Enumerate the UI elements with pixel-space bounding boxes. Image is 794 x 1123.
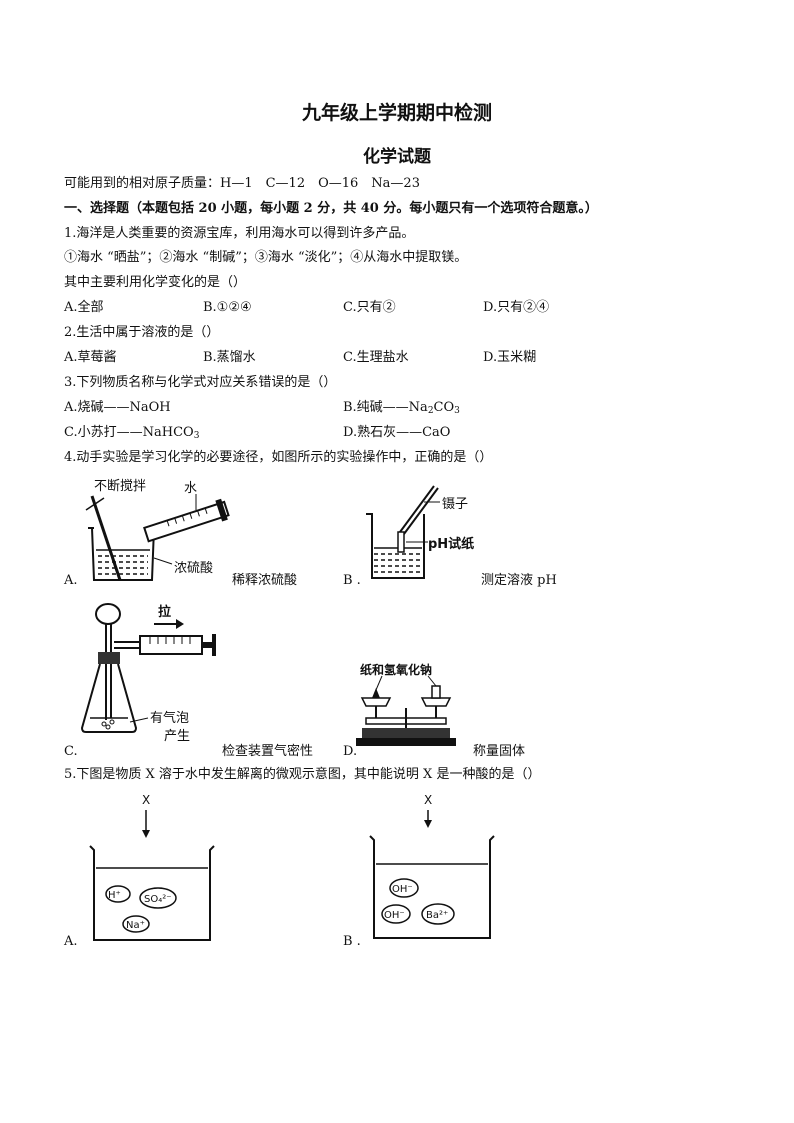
q2-option-b[interactable]: B.蒸馏水 — [203, 350, 256, 365]
label-x-b: X — [424, 793, 432, 807]
q1-option-c[interactable]: C.只有② — [343, 300, 396, 315]
q1-option-a[interactable]: A.全部 — [64, 300, 104, 315]
label-ph-paper: pH试纸 — [428, 536, 474, 552]
q4-option-a[interactable]: A. — [64, 573, 78, 588]
q1-option-d[interactable]: D.只有②④ — [483, 300, 550, 315]
ion-ba-2plus — [421, 903, 455, 925]
q4-option-c[interactable]: C. — [64, 744, 78, 759]
q2-stem: 2.生活中属于溶液的是（） — [64, 325, 220, 340]
label-bubbles-2: 产生 — [164, 729, 190, 744]
label-stir: 不断搅拌 — [94, 478, 146, 494]
label-bubbles-1: 有气泡 — [150, 710, 189, 726]
q4-caption-b: 测定溶液 pH — [481, 573, 557, 588]
label-pull: 拉 — [158, 604, 171, 620]
ion-sulfate — [139, 887, 177, 909]
ion-h-plus — [105, 885, 131, 903]
svg-text:Na⁺: Na⁺ — [126, 920, 145, 931]
figure-ionization-a: X H⁺ SO₄²⁻ Na⁺ — [89, 793, 215, 941]
q2-option-c[interactable]: C.生理盐水 — [343, 350, 409, 365]
svg-text:SO₄²⁻: SO₄²⁻ — [144, 894, 172, 905]
figure-dilute-acid: 不断搅拌 水 浓硫酸 — [85, 478, 230, 581]
label-acid: 浓硫酸 — [174, 561, 213, 576]
q1-option-b[interactable]: B.①②④ — [203, 300, 252, 315]
q4-stem: 4.动手实验是学习化学的必要途径，如图所示的实验操作中，正确的是（） — [64, 450, 493, 465]
atomic-masses: 可能用到的相对原子质量：H—1 C—12 O—16 Na—23 — [64, 176, 420, 191]
exam-subtitle: 化学试题 — [363, 147, 431, 167]
figure-airtightness: 拉 有气泡 产生 — [80, 603, 216, 744]
q5-option-b[interactable]: B . — [343, 934, 361, 949]
q1-stem: 1.海洋是人类重要的资源宝库，利用海水可以得到许多产品。 — [64, 226, 415, 241]
q3-stem: 3.下列物质名称与化学式对应关系错误的是（） — [64, 375, 337, 390]
svg-text:Ba²⁺: Ba²⁺ — [426, 910, 448, 921]
svg-text:OH⁻: OH⁻ — [392, 884, 413, 895]
q5-option-a[interactable]: A. — [64, 934, 78, 949]
q1-items: ①海水 “晒盐”；②海水 “制碱”；③海水 “淡化”；④从海水中提取镁。 — [64, 250, 468, 265]
ion-oh-minus-1 — [389, 878, 419, 898]
section-heading: 一、选择题（本题包括 20 小题，每小题 2 分，共 40 分。每小题只有一个选… — [64, 201, 598, 216]
figure-balance: 纸和氢氧化钠 — [356, 662, 456, 746]
q2-option-d[interactable]: D.玉米糊 — [483, 350, 537, 365]
figure-ionization-b: X OH⁻ OH⁻ Ba²⁺ — [369, 793, 495, 939]
q5-stem: 5.下图是物质 X 溶于水中发生解离的微观示意图，其中能说明 X 是一种酸的是（… — [64, 767, 541, 782]
q4-caption-d: 称量固体 — [473, 744, 526, 759]
q4-option-d[interactable]: D. — [343, 744, 358, 759]
svg-text:OH⁻: OH⁻ — [384, 910, 405, 921]
q3-option-d[interactable]: D.熟石灰——CaO — [343, 425, 451, 440]
q3-option-b[interactable]: B.纯碱——Na2CO3 — [343, 400, 460, 416]
label-water: 水 — [184, 481, 197, 496]
ion-na-plus — [122, 915, 150, 933]
figure-measure-ph: 镊子 pH试纸 — [366, 485, 474, 579]
ion-oh-minus-2 — [381, 904, 411, 924]
label-tweezers: 镊子 — [442, 497, 468, 512]
svg-text:H⁺: H⁺ — [108, 890, 121, 901]
label-paper-naoh: 纸和氢氧化钠 — [360, 662, 432, 677]
q4-option-b[interactable]: B . — [343, 573, 361, 588]
exam-title: 九年级上学期期中检测 — [301, 102, 492, 124]
q4-caption-c: 检查装置气密性 — [222, 744, 314, 759]
q1-ask: 其中主要利用化学变化的是（） — [64, 275, 247, 290]
label-x-a: X — [142, 793, 150, 807]
q4-caption-a: 稀释浓硫酸 — [232, 573, 298, 588]
q2-option-a[interactable]: A.草莓酱 — [64, 350, 117, 365]
q3-option-a[interactable]: A.烧碱——NaOH — [64, 400, 171, 415]
q3-option-c[interactable]: C.小苏打——NaHCO3 — [64, 425, 200, 441]
